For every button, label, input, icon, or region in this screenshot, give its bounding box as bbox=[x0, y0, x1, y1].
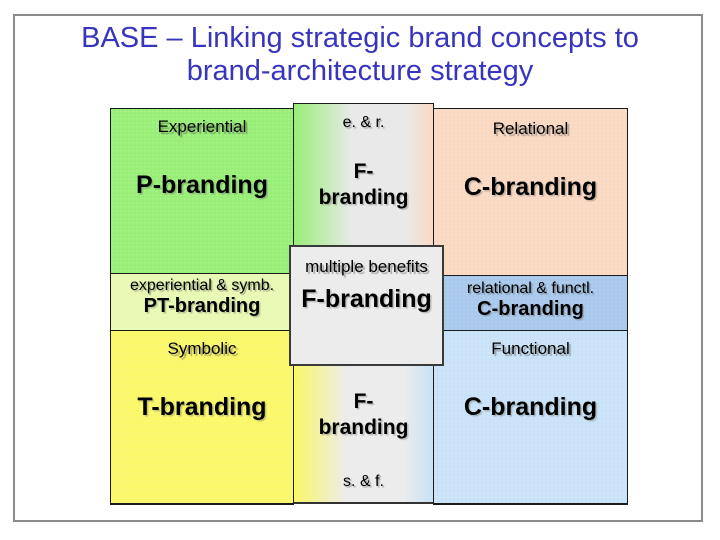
cell-bottom-middle-brand-line1: F- bbox=[353, 390, 374, 413]
cell-bottom-middle-brand: F- branding bbox=[294, 389, 433, 441]
strip-experiential-symbolic-brand: PT-branding bbox=[143, 295, 261, 317]
cell-relational-label: Relational bbox=[492, 119, 569, 138]
cell-top-middle-brand-line2: branding bbox=[318, 186, 409, 209]
cell-top-middle-label: e. & r. bbox=[342, 114, 385, 131]
overlay-multiple-benefits-label: multiple benefits bbox=[305, 257, 428, 276]
cell-functional: Functional C-branding bbox=[433, 330, 628, 505]
overlay-multiple-benefits: multiple benefits F-branding bbox=[289, 245, 444, 366]
strip-relational-functional-brand: C-branding bbox=[477, 298, 584, 320]
strip-relational-functional: relational & functl. C-branding bbox=[433, 275, 628, 331]
cell-experiential: Experiential P-branding bbox=[110, 108, 294, 274]
cell-top-middle-brand-line1: F- bbox=[353, 160, 374, 183]
cell-experiential-label: Experiential bbox=[157, 117, 247, 136]
slide-title-line1: BASE – Linking strategic brand concepts … bbox=[81, 22, 639, 54]
cell-functional-label: Functional bbox=[491, 339, 570, 358]
strip-experiential-symbolic-label: experiential & symb. bbox=[129, 277, 275, 294]
strip-experiential-symbolic: experiential & symb. PT-branding bbox=[110, 273, 294, 331]
cell-bottom-middle-label: s. & f. bbox=[343, 473, 384, 490]
cell-top-middle-brand: F- branding bbox=[294, 159, 433, 211]
strip-relational-functional-label: relational & functl. bbox=[466, 280, 595, 297]
cell-experiential-brand: P-branding bbox=[136, 171, 268, 199]
slide-title: BASE – Linking strategic brand concepts … bbox=[14, 22, 706, 88]
cell-bottom-middle-brand-line2: branding bbox=[318, 416, 409, 439]
cell-relational-brand: C-branding bbox=[463, 173, 598, 201]
cell-symbolic: Symbolic T-branding bbox=[110, 330, 294, 505]
slide-title-line2: brand-architecture strategy bbox=[186, 55, 534, 87]
cell-symbolic-brand: T-branding bbox=[137, 393, 267, 421]
cell-functional-brand: C-branding bbox=[463, 393, 598, 421]
overlay-multiple-benefits-brand: F-branding bbox=[301, 285, 432, 313]
cell-relational: Relational C-branding bbox=[433, 108, 628, 276]
cell-symbolic-label: Symbolic bbox=[167, 339, 237, 358]
